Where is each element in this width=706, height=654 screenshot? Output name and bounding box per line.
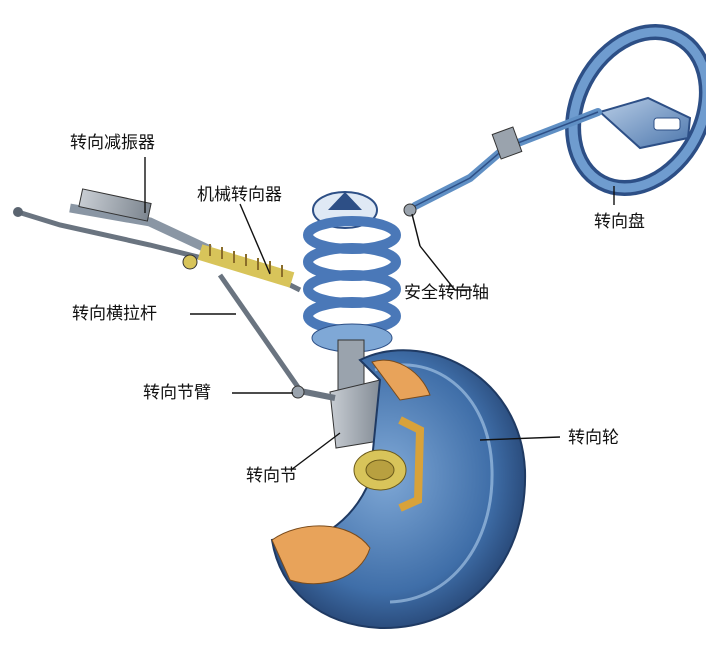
label-steering-knuckle: 转向节 — [246, 466, 297, 486]
leader-steering-knuckle — [290, 432, 341, 471]
leader-mechanical-steering-gear — [239, 203, 271, 275]
label-mechanical-steering-gear: 机械转向器 — [197, 185, 282, 205]
safety-steering-shaft — [403, 108, 602, 247]
leader-lines — [144, 157, 615, 471]
road-wheel — [270, 349, 527, 630]
tie-rod-assembly — [13, 188, 303, 392]
coil-spring-strut — [303, 191, 401, 401]
label-steering-damper: 转向减振器 — [70, 133, 155, 153]
label-road-wheel: 转向轮 — [568, 428, 619, 448]
label-safety-steering-shaft: 安全转向轴 — [404, 283, 489, 303]
leader-road-wheel — [479, 436, 561, 441]
steering-knuckle — [291, 379, 386, 449]
label-tie-rod: 转向横拉杆 — [72, 304, 157, 324]
steering-wheel — [565, 23, 706, 197]
label-steering-wheel: 转向盘 — [594, 212, 645, 232]
label-steering-knuckle-arm: 转向节臂 — [143, 383, 211, 403]
leader-safety-steering-shaft — [419, 245, 472, 291]
